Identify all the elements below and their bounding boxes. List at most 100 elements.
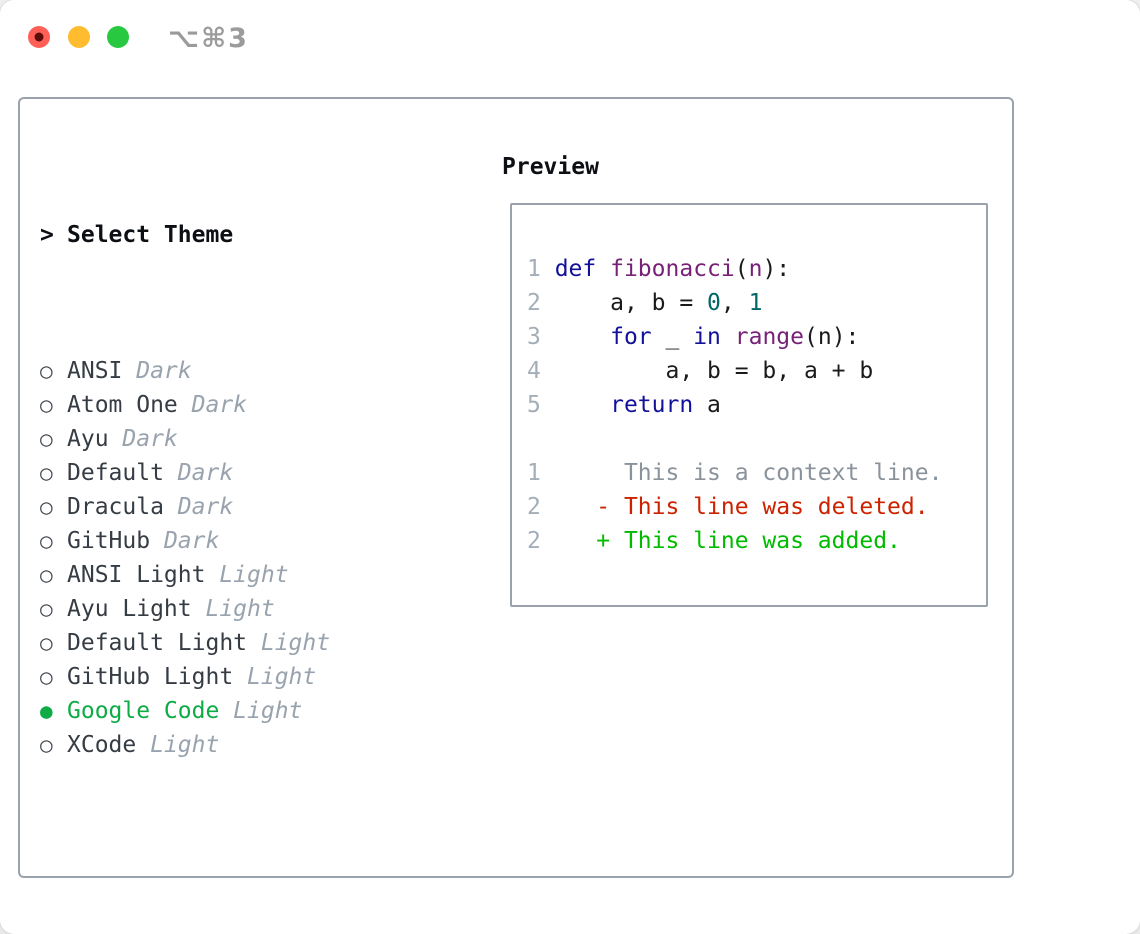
theme-name: GitHub: [67, 528, 151, 554]
code-token: This is a context line.: [554, 460, 943, 486]
code-line: 3 for _ in range(n):: [527, 320, 976, 354]
theme-name: XCode: [67, 732, 137, 758]
theme-option-github[interactable]: ○ GitHub Dark: [40, 524, 428, 558]
focus-cursor: >: [40, 222, 54, 248]
theme-option-google-code[interactable]: ● Google Code Light: [40, 694, 428, 728]
radio-unselected-icon: ○: [40, 597, 53, 621]
code-token: n: [748, 256, 763, 282]
code-line: 1 def fibonacci(n):: [527, 252, 976, 286]
theme-variant: Dark: [136, 358, 192, 384]
code-token: a, b =: [554, 290, 708, 316]
code-token: for: [610, 324, 652, 350]
radio-unselected-icon: ○: [40, 495, 53, 519]
radio-unselected-icon: ○: [40, 461, 53, 485]
line-number: 5: [527, 392, 555, 418]
line-number: 2: [527, 528, 555, 554]
window-title: ⌥⌘3: [168, 23, 249, 54]
code-token: (n):: [804, 324, 860, 350]
theme-option-ayu-light[interactable]: ○ Ayu Light Light: [40, 592, 428, 626]
theme-name: ANSI: [67, 358, 123, 384]
theme-name: Atom One: [67, 392, 178, 418]
theme-name: Ayu Light: [67, 596, 192, 622]
code-token: [596, 256, 610, 282]
theme-variant: Dark: [191, 392, 248, 418]
code-token: fibonacci: [610, 256, 735, 282]
theme-option-ansi-light[interactable]: ○ ANSI Light Light: [40, 558, 428, 592]
apply-to-section: Apply To ●User Settings○Workspace Settin…: [40, 898, 428, 934]
theme-variant: Light: [205, 596, 275, 622]
theme-name: Google Code: [67, 698, 220, 724]
code-token: [555, 324, 610, 350]
close-button[interactable]: [28, 26, 50, 48]
theme-option-ayu[interactable]: ○ Ayu Dark: [40, 422, 428, 456]
theme-option-default[interactable]: ○ Default Dark: [40, 456, 428, 490]
theme-variant: Dark: [177, 494, 234, 520]
code-line: 5 return a: [527, 388, 976, 422]
theme-variant: Light: [260, 630, 331, 656]
theme-option-ansi[interactable]: ○ ANSI Dark: [40, 354, 428, 388]
minimize-button[interactable]: [68, 26, 90, 48]
theme-name: ANSI Light: [67, 562, 206, 588]
radio-unselected-icon: ○: [40, 563, 53, 587]
code-token: 1: [748, 290, 763, 316]
radio-unselected-icon: ○: [40, 427, 53, 451]
line-number: 2: [527, 290, 555, 316]
radio-unselected-icon: ○: [40, 733, 53, 757]
code-token: [555, 392, 610, 418]
radio-unselected-icon: ○: [40, 665, 53, 689]
theme-variant: Dark: [177, 460, 234, 486]
code-line: 1 This is a context line.: [527, 456, 976, 490]
select-theme-header: > Select Theme: [40, 218, 428, 252]
theme-option-dracula[interactable]: ○ Dracula Dark: [40, 490, 428, 524]
theme-variant: Dark: [122, 426, 178, 452]
theme-name: Default: [67, 460, 164, 486]
theme-variant: Dark: [163, 528, 220, 554]
code-token: + This line was added.: [554, 528, 901, 554]
zoom-button[interactable]: [107, 26, 129, 48]
code-token: 0: [707, 290, 721, 316]
code-token: [721, 324, 735, 350]
close-button-dot: [34, 32, 44, 42]
code-token: in: [693, 324, 721, 350]
theme-variant: Light: [219, 562, 289, 588]
radio-unselected-icon: ○: [40, 359, 53, 383]
code-token: a: [693, 392, 721, 418]
theme-option-xcode[interactable]: ○ XCode Light: [40, 728, 428, 762]
line-number: 4: [527, 358, 555, 384]
titlebar: ⌥⌘3: [0, 0, 1140, 72]
preview-header: Preview: [502, 154, 599, 180]
select-theme-label: Select Theme: [67, 222, 234, 248]
radio-unselected-icon: ○: [40, 529, 53, 553]
radio-unselected-icon: ○: [40, 631, 53, 655]
code-line: 2 + This line was added.: [527, 524, 976, 558]
code-token: ):: [762, 256, 791, 282]
line-number: 3: [527, 324, 555, 350]
theme-variant: Light: [233, 698, 303, 724]
code-token: _: [651, 324, 694, 350]
code-line: 4 a, b = b, a + b: [527, 354, 976, 388]
theme-name: Default Light: [67, 630, 248, 656]
code-line: 2 a, b = 0, 1: [527, 286, 976, 320]
line-number: 2: [527, 494, 555, 520]
theme-name: Dracula: [67, 494, 164, 520]
theme-variant: Light: [247, 664, 317, 690]
radio-selected-icon: ●: [40, 699, 53, 723]
theme-name: GitHub Light: [67, 664, 234, 690]
theme-name: Ayu: [67, 426, 109, 452]
code-line: 2 - This line was deleted.: [527, 490, 976, 524]
code-token: def: [554, 256, 597, 282]
code-token: - This line was deleted.: [554, 494, 929, 520]
theme-option-github-light[interactable]: ○ GitHub Light Light: [40, 660, 428, 694]
code-token: return: [610, 392, 694, 418]
theme-option-default-light[interactable]: ○ Default Light Light: [40, 626, 428, 660]
code-blank-line: [527, 422, 976, 456]
line-number: 1: [527, 256, 555, 282]
code-token: a, b = b, a + b: [554, 358, 874, 384]
theme-variant: Light: [150, 732, 220, 758]
